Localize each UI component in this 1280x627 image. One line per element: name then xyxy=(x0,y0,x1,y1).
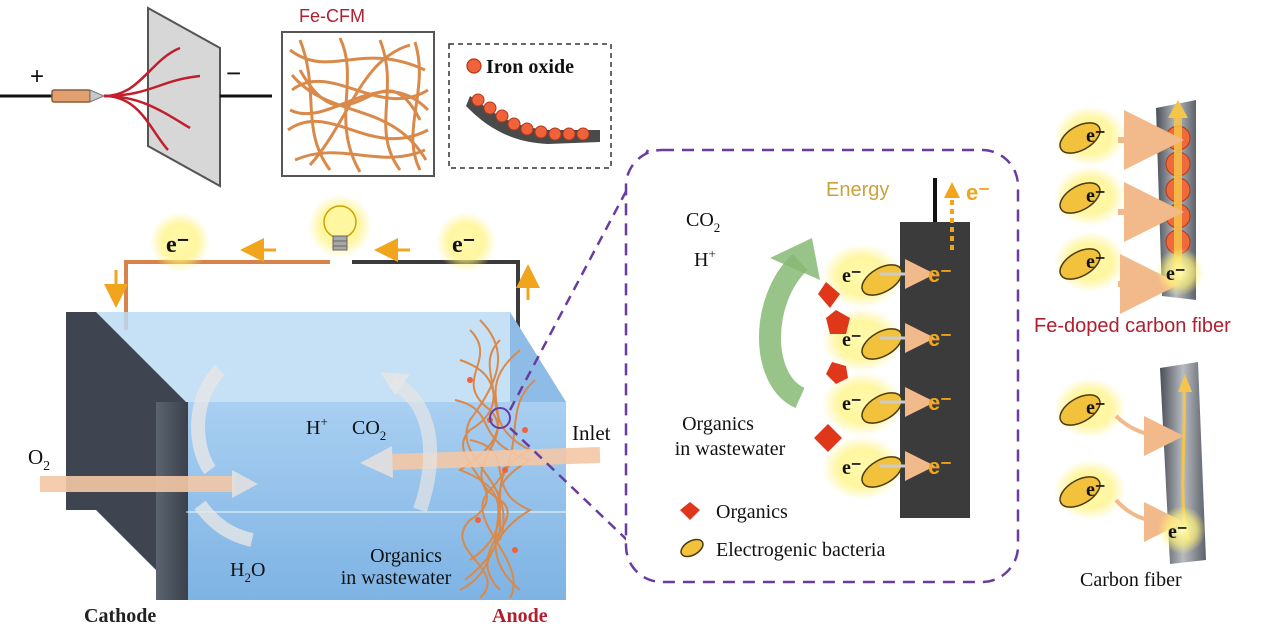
fe-fiber-bacterium-icon xyxy=(1059,122,1101,154)
h2o-label: H2O xyxy=(230,559,265,585)
zoom-circle xyxy=(489,407,511,429)
legend-organics-label: Organics xyxy=(716,501,788,523)
zoom-h-plus-label: H+ xyxy=(694,246,716,271)
cathode-plate xyxy=(156,402,188,600)
bacterium-icon xyxy=(861,264,903,296)
zoom-panel: CO2 H+ Organics in wastewater Energy e⁻ … xyxy=(508,148,1020,584)
fiber-mesh xyxy=(287,37,430,173)
bacteria-electron: e⁻ xyxy=(842,457,861,479)
electrode-electron: e⁻ xyxy=(928,454,952,479)
bacteria-row-1: e⁻ e⁻ xyxy=(822,244,952,308)
anode-label: Anode xyxy=(492,605,548,627)
electrode-electron: e⁻ xyxy=(928,326,952,351)
fe-fiber-bacterium-icon xyxy=(1059,182,1101,214)
fe-fiber-electron: e⁻ xyxy=(1086,251,1105,273)
co2-label: CO2 xyxy=(352,417,386,443)
water-top xyxy=(66,312,566,402)
bacteria-electron: e⁻ xyxy=(842,265,861,287)
fe-fiber-electron: e⁻ xyxy=(1086,125,1105,147)
oxide-particles xyxy=(471,93,590,141)
fe-doped-carbon-fiber-label: Fe-doped carbon fiber xyxy=(1034,315,1231,337)
anode-particles xyxy=(467,377,528,553)
bacteria-row-3: e⁻ e⁻ xyxy=(822,372,952,436)
fe-cfm-panel: Fe-CFM xyxy=(281,6,435,177)
bacterium-icon xyxy=(861,328,903,360)
bacteria-electron: e⁻ xyxy=(842,393,861,415)
bacteria-electron: e⁻ xyxy=(842,329,861,351)
circuit-electron-left: e⁻ xyxy=(166,232,189,258)
energy-label: Energy xyxy=(826,179,889,201)
cf-electron: e⁻ xyxy=(1086,397,1105,419)
needle-icon xyxy=(89,89,106,103)
plus-sign: + xyxy=(30,63,44,90)
bacteria-row-4: e⁻ e⁻ xyxy=(822,436,952,500)
bacterium-icon xyxy=(861,456,903,488)
carbon-fiber-label: Carbon fiber xyxy=(1080,569,1182,591)
inlet-flow xyxy=(389,447,601,470)
cf-bacterium-icon xyxy=(1059,394,1101,426)
iron-oxide-label: Iron oxide xyxy=(486,56,574,78)
bacteria-legend-icon xyxy=(680,538,704,558)
syringe-icon xyxy=(51,89,91,103)
light-bulb-icon xyxy=(308,194,372,258)
o2-label: O2 xyxy=(28,445,50,474)
fe-doped-fiber-panel: e⁻ e⁻ e⁻ e⁻ Fe-doped carbon fiber xyxy=(1034,100,1231,337)
fe-fiber-electron: e⁻ xyxy=(1086,185,1105,207)
cf-bacterium-icon xyxy=(1059,476,1101,508)
bacterium-icon xyxy=(861,392,903,424)
carbon-fiber-panel: e⁻ e⁻ e⁻ Carbon fiber xyxy=(1054,362,1206,591)
iron-oxide-panel: Iron oxide xyxy=(448,43,612,169)
electron-glow-right xyxy=(436,212,496,272)
minus-sign: − xyxy=(226,58,241,88)
electron-glow-left xyxy=(150,212,210,272)
cathode-label: Cathode xyxy=(84,605,156,627)
product-flow-arrow xyxy=(759,254,809,409)
electrode-electron: e⁻ xyxy=(928,262,952,287)
cf-collected-electron: e⁻ xyxy=(1168,521,1187,543)
zoom-co2-label: CO2 xyxy=(686,209,720,235)
fe-fiber-bacterium-icon xyxy=(1059,248,1101,280)
electrospinning-setup: + − xyxy=(0,6,272,188)
fe-cfm-label: Fe-CFM xyxy=(299,6,365,26)
mfc-reactor: O2 H+ CO2 H2O Organics in wastewater Inl… xyxy=(28,194,611,627)
organics-label-line1: Organics xyxy=(370,545,442,567)
organics-label-line2: in wastewater xyxy=(341,567,452,589)
collector-plate xyxy=(147,6,221,188)
h-plus-label: H+ xyxy=(306,414,328,439)
bacteria-row-2: e⁻ e⁻ xyxy=(822,308,952,372)
organics-shapes xyxy=(814,282,850,452)
circuit-electron-right: e⁻ xyxy=(452,232,475,258)
iron-oxide-particle-icon xyxy=(466,58,482,74)
energy-electron: e⁻ xyxy=(966,180,990,205)
fe-fiber-collected-electron: e⁻ xyxy=(1166,263,1185,285)
cf-electron: e⁻ xyxy=(1086,479,1105,501)
inlet-label: Inlet xyxy=(572,421,611,445)
zoom-organics-line2: in wastewater xyxy=(675,438,786,460)
electrode-electron: e⁻ xyxy=(928,390,952,415)
legend-bacteria-label: Electrogenic bacteria xyxy=(716,539,885,561)
organics-legend-icon xyxy=(680,502,700,520)
zoom-organics-line1: Organics xyxy=(682,413,754,435)
